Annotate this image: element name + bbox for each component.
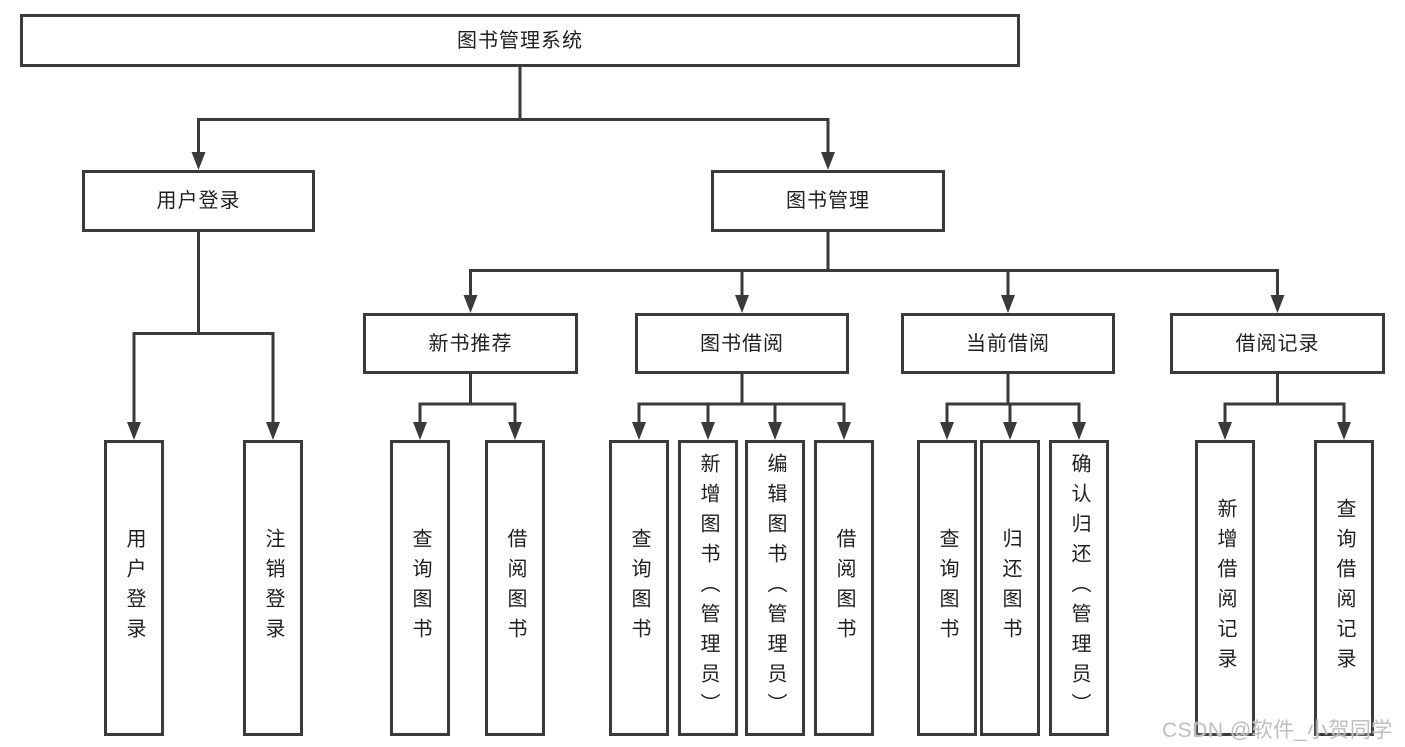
arrowhead — [701, 422, 715, 440]
node-label: 新增图书（管理员） — [697, 453, 719, 723]
connector-borrowing-to-leaves — [637, 374, 846, 423]
arrowheads — [127, 152, 1351, 440]
node-query-books-3: 查询图书 — [917, 440, 977, 736]
node-label: 借阅记录 — [1235, 332, 1320, 355]
node-label: 当前借阅 — [966, 332, 1050, 355]
arrowhead — [821, 152, 835, 170]
node-label: 新书推荐 — [428, 332, 513, 355]
node-query-borrow-record: 查询借阅记录 — [1314, 440, 1374, 736]
arrowhead — [632, 422, 646, 440]
arrowhead — [1072, 422, 1086, 440]
connector-newbook-to-leaves — [418, 374, 517, 423]
node-label: 新增借阅记录 — [1214, 498, 1236, 678]
node-book-management: 图书管理 — [711, 170, 945, 232]
arrowhead — [127, 422, 141, 440]
node-borrow-books-1: 借阅图书 — [485, 440, 545, 736]
arrowhead — [191, 152, 206, 170]
arrowhead — [1218, 422, 1232, 440]
arrowhead — [837, 422, 851, 440]
connector-current-to-leaves — [945, 374, 1081, 423]
node-label: 归还图书 — [999, 528, 1021, 648]
node-label: 用户登录 — [156, 190, 241, 212]
connector-records-to-leaves — [1223, 374, 1346, 423]
node-label: 确认归还（管理员） — [1068, 453, 1090, 723]
node-query-books-2: 查询图书 — [609, 440, 669, 736]
node-label: 图书管理 — [786, 190, 870, 212]
node-label: 借阅图书 — [504, 528, 526, 648]
connector-userlogin-to-leaves — [132, 232, 275, 423]
node-label: 查询借阅记录 — [1333, 498, 1355, 678]
node-edit-book-admin: 编辑图书（管理员） — [745, 440, 805, 736]
node-leaf-user-login: 用户登录 — [104, 440, 164, 736]
arrowhead — [508, 422, 522, 440]
arrowhead — [266, 422, 280, 440]
node-label: 注销登录 — [262, 528, 284, 648]
csdn-watermark: CSDN @软件_小贺同学 — [1162, 719, 1393, 742]
connector-root-to-level2 — [197, 67, 830, 153]
node-label: 编辑图书（管理员） — [764, 453, 786, 723]
arrowhead — [1337, 422, 1351, 440]
node-confirm-return-admin: 确认归还（管理员） — [1049, 440, 1109, 736]
arrowhead — [735, 295, 749, 313]
node-label: 查询图书 — [936, 528, 958, 648]
node-current-borrowing: 当前借阅 — [901, 313, 1115, 374]
arrowhead — [413, 422, 427, 440]
node-new-book-recommend: 新书推荐 — [363, 313, 578, 374]
node-borrow-books-2: 借阅图书 — [814, 440, 874, 736]
connector-bookmgmt-to-level3 — [469, 232, 1279, 296]
node-user-login: 用户登录 — [82, 170, 315, 232]
node-borrowing-records: 借阅记录 — [1170, 313, 1385, 374]
arrowhead — [768, 422, 782, 440]
node-add-borrow-record: 新增借阅记录 — [1195, 440, 1255, 736]
node-label: 查询图书 — [409, 528, 431, 648]
node-return-books: 归还图书 — [980, 440, 1040, 736]
node-query-books-1: 查询图书 — [390, 440, 450, 736]
node-leaf-logout: 注销登录 — [243, 440, 303, 736]
node-label: 查询图书 — [628, 528, 650, 648]
arrowhead — [1003, 422, 1017, 440]
arrowhead — [1001, 295, 1015, 313]
node-label: 用户登录 — [123, 528, 145, 648]
node-library-system: 图书管理系统 — [20, 14, 1020, 67]
arrowhead — [1270, 295, 1285, 313]
node-add-book-admin: 新增图书（管理员） — [678, 440, 738, 736]
node-book-borrowing: 图书借阅 — [635, 313, 849, 374]
node-label: 借阅图书 — [833, 528, 855, 648]
node-label: 图书借阅 — [700, 332, 784, 355]
node-label: 图书管理系统 — [457, 29, 583, 52]
arrowhead — [463, 295, 478, 313]
arrowhead — [940, 422, 954, 440]
